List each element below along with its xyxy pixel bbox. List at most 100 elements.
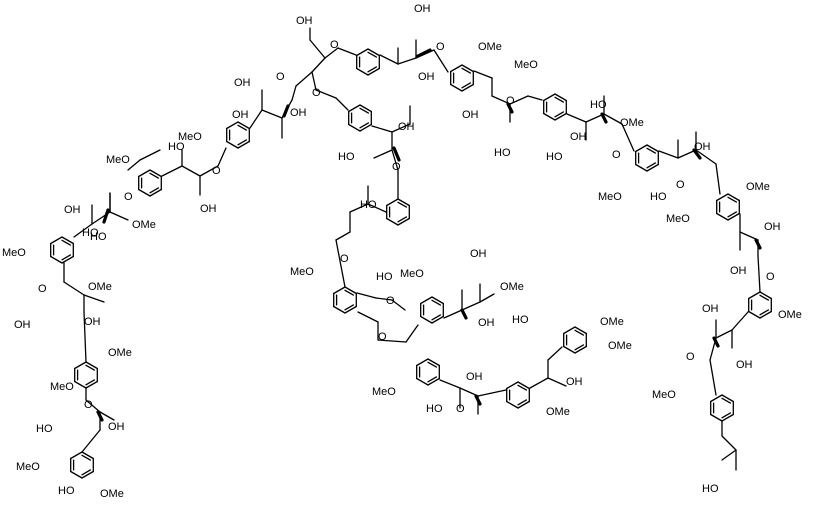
bond-lines [50,27,772,479]
methoxy-label: OMe [778,309,802,321]
bond [70,451,83,460]
bond [527,95,543,101]
methoxy-label: MeO [598,191,622,203]
bond [721,397,732,404]
hydroxyl-label: HO [338,151,355,163]
ether-oxygen-label: O [84,399,93,411]
bond [291,85,297,101]
bond [721,449,737,461]
bond [397,201,408,208]
bond [348,104,361,113]
bond [721,412,732,419]
bond [543,93,556,102]
bond [517,399,528,406]
bond [73,223,93,238]
bond [574,344,585,351]
ether-oxygen-label: O [212,165,221,177]
bond [237,139,248,146]
bond [333,286,346,295]
bond [149,169,162,178]
hydroxyl-label: OH [108,421,125,433]
bond [335,231,351,241]
wedge-bond [416,48,432,58]
bond [85,364,96,371]
hydroxyl-label: HO [590,99,607,111]
bond [335,239,346,288]
ether-oxygen-label: O [38,283,47,295]
ether-oxygen-label: O [330,39,339,51]
bond [397,216,408,223]
bond [333,305,346,314]
bond [367,51,378,58]
bond [344,305,357,314]
methoxy-label: OMe [108,347,132,359]
bond [646,162,657,169]
bond [727,212,740,221]
bond [506,381,519,390]
bond [427,376,438,383]
bond [63,281,85,296]
bond [359,122,370,129]
bond [367,203,387,213]
bond [646,147,657,154]
wedge-bond [282,104,290,118]
bond [127,159,141,171]
bond [181,165,201,177]
bond [517,384,528,391]
bond [357,311,379,323]
bond [554,96,565,103]
bond [431,299,442,306]
bond [509,95,529,105]
methoxy-label: MeO [178,131,202,143]
bond [237,140,250,149]
methoxy-label: OMe [620,117,644,129]
bond [635,144,648,153]
bond [391,299,406,311]
wedge-bond [692,148,702,160]
bond [721,413,734,422]
bond [721,394,734,403]
bond [337,47,357,56]
hydroxyl-label: OH [418,71,435,83]
bond [61,239,72,246]
bond [315,89,337,99]
hydroxyl-label: OH [736,359,753,371]
bond [431,315,444,324]
bond [344,289,355,296]
bond [574,345,587,354]
hydroxyl-label: OH [398,121,415,133]
hydroxyl-label: HO [376,271,393,283]
ether-oxygen-label: O [506,95,515,107]
bond [759,310,772,319]
hydroxyl-label: OH [290,107,307,119]
bond [461,67,472,74]
hydroxyl-label: OH [462,109,479,121]
hydroxyl-label: OH [702,303,719,315]
ether-oxygen-label: O [276,71,285,83]
bond [710,413,723,422]
wedge-bond [460,308,468,320]
bond [324,47,339,59]
bond [377,339,407,343]
bond [646,163,659,172]
bond [715,163,721,195]
hydroxyl-label: OH [200,203,217,215]
ether-oxygen-label: O [766,271,775,283]
bond [416,358,429,367]
bond [149,187,160,194]
bond [695,149,717,165]
bond [81,451,94,460]
bond [461,82,472,89]
bond [427,377,440,386]
bond [547,346,563,361]
bond [61,254,72,261]
bond [335,97,349,111]
bond [727,193,740,202]
bond [427,361,438,368]
wedge-bond [712,336,720,348]
bond [603,113,623,125]
hydroxyl-label: HO [168,141,185,153]
methoxy-label: OMe [478,41,502,53]
bond [61,236,74,245]
bond [621,123,635,152]
